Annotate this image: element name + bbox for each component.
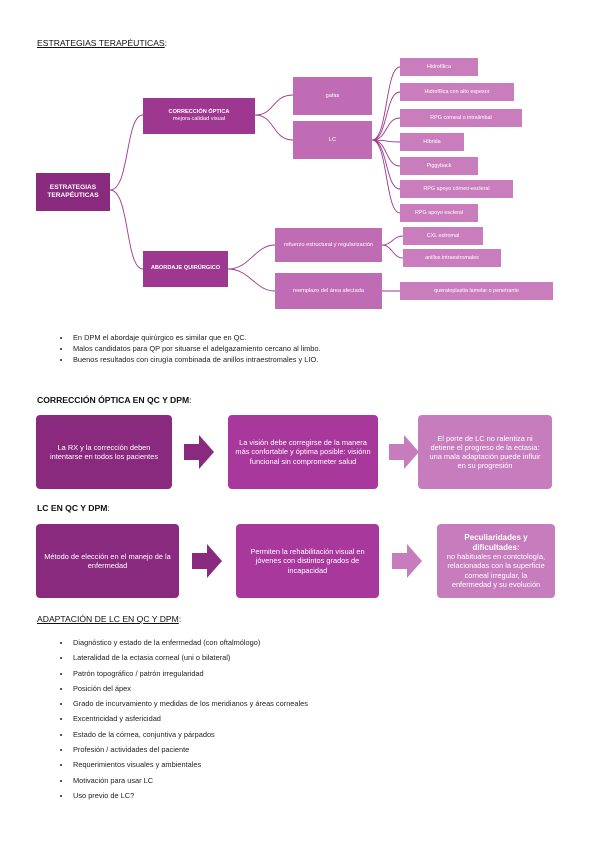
adaptation-heading: ADAPTACIÓN DE LC EN QC Y DPM: <box>37 614 182 624</box>
node-lc: LC <box>293 121 372 159</box>
lc-flow-box-2: Permiten la rehabilitación visual en jóv… <box>236 524 379 598</box>
list-item: Motivación para usar LC <box>71 773 308 788</box>
lc-type-item: Híbrida <box>400 133 464 151</box>
optical-flow-box-1: La RX y la corrección deben intentarse e… <box>36 415 172 489</box>
mindmap-connectors <box>109 66 404 292</box>
reemplazo-item: queratoplastia lamelar o penetrante <box>400 282 553 300</box>
node-surgical: ABORDAJE QUIRÚRGICO <box>143 251 228 287</box>
list-item: Posición del ápex <box>71 681 308 696</box>
surgical-notes-list: En DPM el abordaje quirúrgico es similar… <box>55 332 321 366</box>
lc-type-item: Hidrofílica <box>400 58 478 76</box>
adaptation-list: Diagnóstico y estado de la enfermedad (c… <box>55 635 308 803</box>
mindmap-root: ESTRATEGIAS TERAPÉUTICAS <box>36 173 110 211</box>
arrow-right-icon <box>389 435 419 469</box>
list-item: Uso previo de LC? <box>71 788 308 803</box>
arrow-right-icon <box>192 544 222 578</box>
arrow-right-icon <box>184 435 214 469</box>
list-item: Buenos resultados con cirugía combinada … <box>71 354 321 365</box>
list-item: Excentricidad y asfericidad <box>71 711 308 726</box>
node-optical-correction: CORRECCIÓN ÓPTICA mejora calidad visual <box>143 98 255 134</box>
list-item: Patrón topográfico / patrón irregularida… <box>71 666 308 681</box>
list-item: En DPM el abordaje quirúrgico es similar… <box>71 332 321 343</box>
node-gafas: gafas <box>293 77 372 115</box>
node-optical-title: CORRECCIÓN ÓPTICA <box>168 108 230 115</box>
optical-flow-box-2: La visión debe corregirse de la manera m… <box>228 415 378 489</box>
list-item: Estado de la córnea, conjuntiva y párpad… <box>71 727 308 742</box>
list-item: Diagnóstico y estado de la enfermedad (c… <box>71 635 308 650</box>
lc-flow-box-1: Método de elección en el manejo de la en… <box>36 524 179 598</box>
peculiarities-text: no habituales en contctología, relaciona… <box>446 552 546 589</box>
node-optical-subtitle: mejora calidad visual <box>172 116 226 122</box>
list-item: Requerimientos visuales y ambientales <box>71 757 308 772</box>
refuerzo-item: CXL estromal <box>403 227 483 245</box>
optical-correction-heading: CORRECCIÓN ÓPTICA EN QC Y DPM: <box>37 395 192 405</box>
strategies-heading: ESTRATEGIAS TERAPÉUTICAS: <box>37 38 168 48</box>
list-item: Grado de incurvamiento y medidas de los … <box>71 696 308 711</box>
peculiarities-title: Peculiaridades y dificultades: <box>464 533 528 552</box>
optical-flow-box-3: El porte de LC no ralentiza ni detiene e… <box>418 415 552 489</box>
lc-type-item: RPG apoyo escleral <box>400 204 478 222</box>
lc-type-item: Piggyback <box>400 157 478 175</box>
arrow-right-icon <box>392 544 422 578</box>
list-item: Profesión / actividades del paciente <box>71 742 308 757</box>
list-item: Lateralidad de la ectasia corneal (uni o… <box>71 650 308 665</box>
lc-flow-box-3: Peculiaridades y dificultades: no habitu… <box>437 524 555 598</box>
node-refuerzo: refuerzo estructural y regularización <box>275 228 382 262</box>
lc-heading: LC EN QC Y DPM: <box>37 503 110 513</box>
lc-type-item: RPG corneal o intralimbal <box>400 109 522 127</box>
node-reemplazo: reemplazo del área afectada <box>275 273 382 309</box>
list-item: Malos candidatos para QP por situarse el… <box>71 343 321 354</box>
lc-type-item: Hidrofílica con alto espesor <box>400 83 514 101</box>
refuerzo-item: anillos intraestromales <box>403 249 501 267</box>
lc-type-item: RPG apoyo córneo-escleral <box>400 180 513 198</box>
